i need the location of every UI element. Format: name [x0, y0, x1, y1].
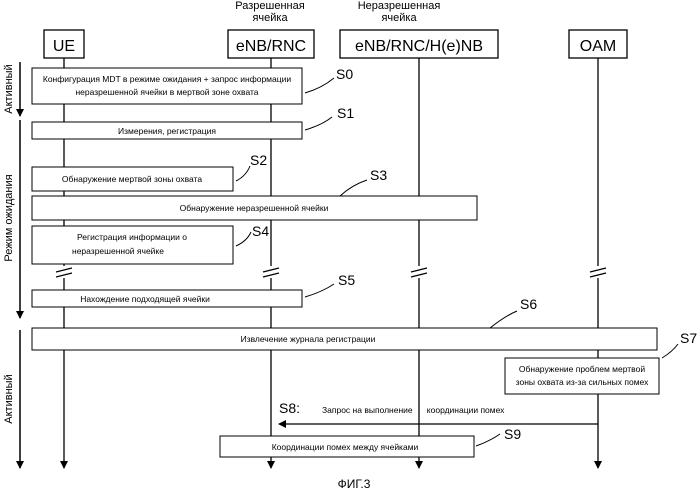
step-s9: Координации помех между ячейками S9: [220, 426, 521, 457]
step-s2: Обнаружение мертвой зоны охвата S2: [32, 152, 267, 191]
step-s3-label: S3: [370, 167, 387, 183]
entity-ue: UE: [44, 30, 84, 58]
step-s0-label: S0: [336, 66, 353, 82]
step-s9-label: S9: [504, 426, 521, 442]
step-s4-line1: Регистрация информации о: [77, 232, 187, 242]
step-s0: Конфигурация MDT в режиме ожидания + зап…: [32, 66, 353, 104]
phase-active-bottom: Активный: [3, 330, 20, 468]
step-s4-label: S4: [252, 223, 269, 239]
phase-idle-label: Режим ожидания: [3, 174, 15, 261]
step-s6-label: S6: [520, 296, 537, 312]
step-s2-text: Обнаружение мертвой зоны охвата: [62, 174, 202, 184]
figure-caption: ФИГ.3: [338, 477, 371, 491]
step-s0-line2: неразрешенной ячейки в мертвой зоне охва…: [75, 87, 258, 97]
step-s7-label: S7: [680, 330, 697, 346]
entity-oam-label: OAM: [580, 38, 616, 55]
step-s8-label: S8:: [279, 400, 300, 416]
step-s6-text: Извлечение журнала регистрации: [241, 334, 376, 344]
break-marks: [56, 266, 606, 278]
enb-caption-line1: Разрешенная: [235, 0, 304, 12]
phase-active-top-label: Активный: [3, 64, 15, 113]
entity-ue-label: UE: [53, 38, 75, 55]
step-s1-label: S1: [337, 105, 354, 121]
step-s5-label: S5: [338, 272, 355, 288]
henb-caption-line1: Неразрешенная: [358, 0, 441, 12]
step-s4: Регистрация информации о неразрешенной я…: [32, 223, 269, 264]
step-s5: Нахождение подходящей ячейки S5: [32, 272, 355, 307]
step-s8: S8: Запрос на выполнение координации пом…: [279, 400, 598, 424]
step-s2-label: S2: [250, 152, 267, 168]
step-s5-text: Нахождение подходящей ячейки: [80, 294, 210, 304]
step-s0-line1: Конфигурация MDT в режиме ожидания + зап…: [43, 74, 291, 84]
entity-oam: OAM: [569, 30, 627, 58]
entity-enb-label: eNB/RNC: [236, 38, 306, 55]
phase-idle: Режим ожидания: [3, 120, 20, 318]
phase-active-bottom-label: Активный: [3, 374, 15, 423]
step-s7-line2: зоны охвата из-за сильных помех: [516, 377, 649, 387]
phase-active-top: Активный: [3, 62, 20, 116]
entity-henb: eNB/RNC/H(e)NB: [340, 30, 498, 58]
entity-enb: eNB/RNC: [228, 30, 314, 58]
entity-henb-label: eNB/RNC/H(e)NB: [355, 38, 483, 55]
enb-caption-line2: ячейка: [252, 12, 288, 24]
step-s1: Измерения, регистрация S1: [32, 105, 354, 139]
henb-caption-line2: ячейка: [381, 12, 417, 24]
step-s9-text: Координации помех между ячейками: [272, 442, 419, 452]
step-s4-line2: неразрешенной ячейке: [72, 246, 164, 256]
step-s1-text: Измерения, регистрация: [118, 126, 216, 136]
step-s8-text: Запрос на выполнение координации помех: [322, 405, 505, 415]
step-s3-text: Обнаружение неразрешенной ячейки: [180, 203, 329, 213]
step-s7-line1: Обнаружение проблем мертвой: [519, 364, 645, 374]
